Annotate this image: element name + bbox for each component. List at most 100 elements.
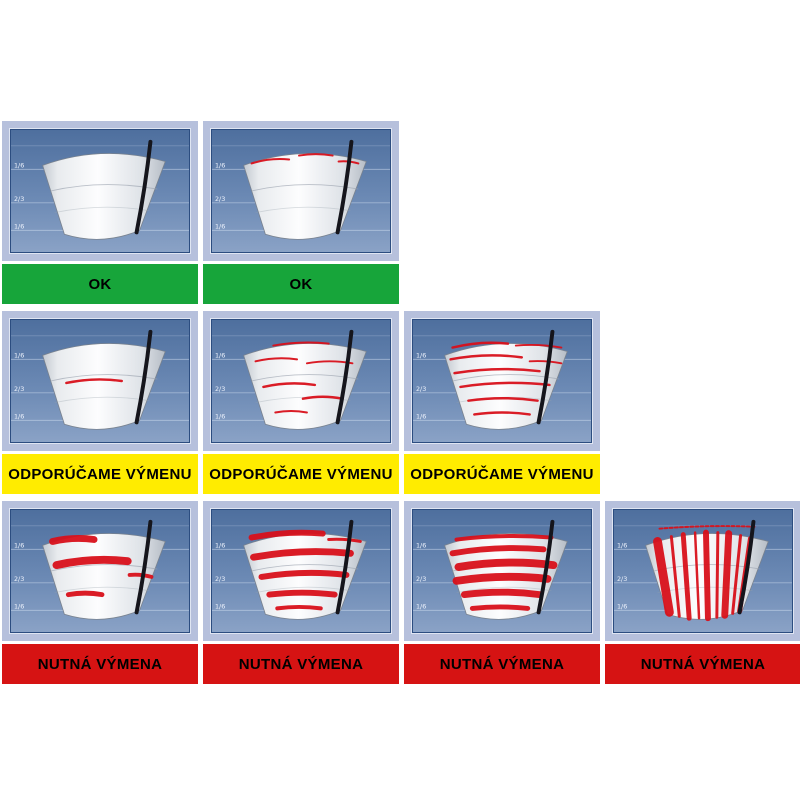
zone-label: 1/6 [416,541,426,549]
status-label: ODPORÚČAME VÝMENU [410,465,594,483]
zone-label: 1/6 [215,412,225,420]
wiper-sweep-illustration: 1/6 2/3 1/6 [614,519,792,622]
streak-mark [469,604,531,611]
streak-mark [467,397,539,402]
sweep-panel: 1/6 2/3 1/6 [10,129,190,253]
wiper-blade-icon [335,329,354,425]
status-label: NUTNÁ VÝMENA [37,655,163,673]
zone-label: 2/3 [617,575,627,583]
sweep-panel: 1/6 2/3 1/6 [412,509,592,633]
streak-mark [65,378,123,385]
wipe-area-shape [42,343,166,430]
status-bar: NUTNÁ VÝMENA [605,644,800,684]
streak-mark [250,158,291,165]
streak-mark [460,588,544,599]
status-bar: ODPORÚČAME VÝMENU [404,454,600,494]
zone-label: 1/6 [416,602,426,610]
zone-label: 1/6 [215,161,225,169]
zone-label: 2/3 [416,575,426,583]
status-label: NUTNÁ VÝMENA [640,655,766,673]
streak-mark [451,341,510,349]
wipe-area-shape [42,153,166,240]
zone-label: 1/6 [215,351,225,359]
streak-mark [528,360,563,365]
zone-label: 1/6 [14,602,24,610]
streak-mark [127,572,154,579]
status-label: ODPORÚČAME VÝMENU [209,465,393,483]
streak-mark [262,382,317,389]
status-bar: NUTNÁ VÝMENA [203,644,399,684]
sweep-frame: 1/6 2/3 1/6 [404,501,600,641]
status-bar: NUTNÁ VÝMENA [404,644,600,684]
wipe-area-shape [243,343,367,430]
status-label: OK [88,275,112,293]
wiper-blade-icon [134,139,153,235]
streak-mark [275,604,323,611]
wiper-sweep-illustration: 1/62/31/6 [212,519,390,620]
wiper-blade-icon [536,519,555,615]
zone-label: 2/3 [14,195,24,203]
wiper-sweep-illustration: 1/62/31/6 [11,329,189,430]
status-bar: OK [2,264,198,304]
zone-label: 1/6 [617,602,627,610]
sweep-panel: 1/6 2/3 1/6 [613,509,793,633]
streak-mark [669,535,681,618]
zone-label: 1/6 [215,602,225,610]
zone-label: 1/6 [14,222,24,230]
status-label: OK [289,275,313,293]
sweep-frame: 1/6 2/3 1/6 [2,121,198,261]
wiper-blade-icon [737,519,756,615]
zone-label: 1/6 [215,222,225,230]
streak-mark [721,530,733,619]
status-bar: OK [203,264,399,304]
zone-label: 2/3 [215,575,225,583]
status-label: ODPORÚČAME VÝMENU [8,465,192,483]
streak-mark [52,555,132,570]
wiper-sweep-illustration: 1/62/31/6 [212,139,390,240]
status-bar: ODPORÚČAME VÝMENU [203,454,399,494]
zone-label: 1/6 [416,412,426,420]
streak-mark [703,529,711,622]
wiper-sweep-illustration: 1/6 2/3 1/6 [413,329,591,430]
zone-label: 1/6 [416,351,426,359]
status-bar: NUTNÁ VÝMENA [2,644,198,684]
wiper-sweep-illustration: 1/6 2/3 1/6 [11,139,189,240]
zone-label: 1/6 [14,351,24,359]
wipe-area-shape [444,343,568,430]
streak-mark [449,545,547,557]
streak-mark [658,525,756,530]
streak-mark [449,354,524,361]
streak-mark [266,589,338,598]
streak-mark [731,534,743,615]
zone-label: 1/6 [14,412,24,420]
wiper-sweep-illustration: 1/6 2/3 1/6 [413,519,591,620]
zone-label: 1/6 [617,541,627,549]
wiper-blade-icon [335,519,354,615]
streak-mark [49,534,98,545]
zone-label: 2/3 [416,385,426,393]
zone-label: 1/6 [14,541,24,549]
sweep-frame: 1/6 2/3 1/6 [605,501,800,641]
streak-mark [272,341,330,347]
wiper-sweep-illustration: 1/62/31/6 [212,329,390,430]
zone-label: 1/6 [14,161,24,169]
streak-mark [327,537,362,543]
streak-mark [514,343,563,349]
